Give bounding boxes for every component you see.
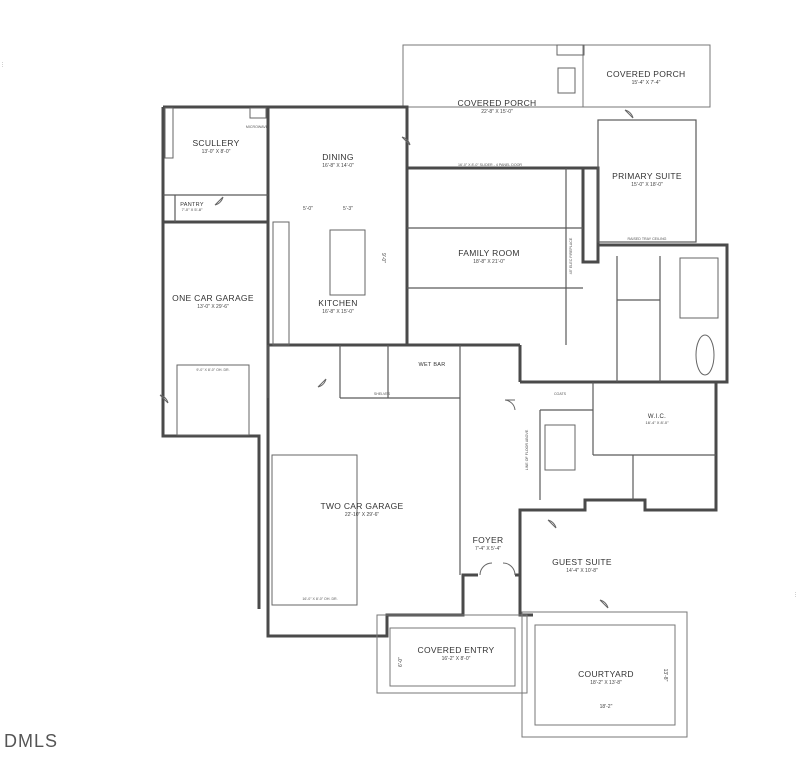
room-dims-covered-porch-side: 15'-4" X 7'-4" <box>632 80 661 86</box>
note-stair: LINE OF FLOOR ABOVE <box>525 429 529 470</box>
note-garage-door-2: 16'-0" X 8'-0" OH. DR. <box>302 597 337 601</box>
room-name-kitchen: KITCHEN <box>318 298 357 308</box>
room-name-pantry: PANTRY <box>180 202 204 208</box>
interior-walls <box>163 107 719 606</box>
edge-mark-left: ⋮ <box>0 62 5 68</box>
room-name-scullery: SCULLERY <box>192 138 239 148</box>
courtyard-outline <box>376 611 688 738</box>
room-name-two-car-garage: TWO CAR GARAGE <box>320 501 403 511</box>
room-name-covered-entry: COVERED ENTRY <box>418 645 495 655</box>
room-dims-family-room: 18'-8" X 21'-0" <box>473 259 505 265</box>
room-name-guest-suite: GUEST SUITE <box>552 557 612 567</box>
note-coats: COATS <box>554 392 567 396</box>
dim-5b: 5'-3" <box>343 206 353 212</box>
room-dims-scullery: 13'-0" X 8'-0" <box>202 149 231 155</box>
room-dims-one-car-garage: 13'-0" X 29'-6" <box>197 304 229 310</box>
note-fireplace: 48" ELEC FIREPLACE <box>569 237 573 274</box>
covered-porch-outline <box>402 44 711 108</box>
room-name-dining: DINING <box>322 152 354 162</box>
plan-notes: 16'-0" X 8'-0" SLIDER - 4 PANEL DOOR RAI… <box>196 125 668 710</box>
room-name-primary-suite: PRIMARY SUITE <box>612 171 682 181</box>
edge-mark-right: ⋮ <box>793 592 798 598</box>
room-dims-covered-porch: 22'-8" X 15'-0" <box>481 109 513 115</box>
room-name-wic: W.I.C. <box>648 414 666 420</box>
room-dims-primary-suite: 15'-0" X 18'-0" <box>631 182 663 188</box>
room-name-family-room: FAMILY ROOM <box>458 248 520 258</box>
room-dims-dining: 16'-8" X 14'-0" <box>322 163 354 169</box>
room-dims-wic: 16'-4" X 8'-0" <box>645 420 669 425</box>
note-raised-ceiling: RAISED TRAY CEILING <box>628 237 667 241</box>
room-name-courtyard: COURTYARD <box>578 669 634 679</box>
room-name-covered-porch: COVERED PORCH <box>458 98 537 108</box>
dmls-watermark: DMLS <box>4 731 59 751</box>
room-dims-covered-entry: 16'-2" X 8'-0" <box>442 656 471 662</box>
dim-6: 6'-0" <box>398 657 404 667</box>
exterior-walls <box>161 105 729 638</box>
room-dims-courtyard: 18'-2" X 13'-8" <box>590 680 622 686</box>
room-name-covered-porch-side: COVERED PORCH <box>607 69 686 79</box>
note-microwave: MICROWAVE <box>246 125 269 129</box>
room-dims-kitchen: 16'-8" X 15'-0" <box>322 309 354 315</box>
door-swings <box>159 109 634 609</box>
dim-9: 9'-0" <box>380 253 386 263</box>
room-name-wet-bar: WET BAR <box>418 362 445 368</box>
room-dims-guest-suite: 14'-4" X 10'-8" <box>566 568 598 574</box>
room-dims-pantry: 7'-0" X 5'-8" <box>182 207 203 212</box>
dim-5a: 5'-0" <box>303 206 313 212</box>
room-name-foyer: FOYER <box>473 535 504 545</box>
note-garage-door-1: 9'-0" X 8'-0" OH. DR. <box>196 368 229 372</box>
dim-13: 13'-8" <box>662 669 668 682</box>
note-shelves: SHELVES <box>374 392 391 396</box>
note-slider: 16'-0" X 8'-0" SLIDER - 4 PANEL DOOR <box>458 163 522 167</box>
room-labels: COVERED PORCH 22'-8" X 15'-0" COVERED PO… <box>172 69 685 686</box>
room-dims-foyer: 7'-4" X 5'-4" <box>475 546 501 552</box>
room-name-one-car-garage: ONE CAR GARAGE <box>172 293 254 303</box>
room-dims-two-car-garage: 22'-10" X 29'-6" <box>345 512 380 518</box>
dim-18: 18'-2" <box>600 704 613 710</box>
